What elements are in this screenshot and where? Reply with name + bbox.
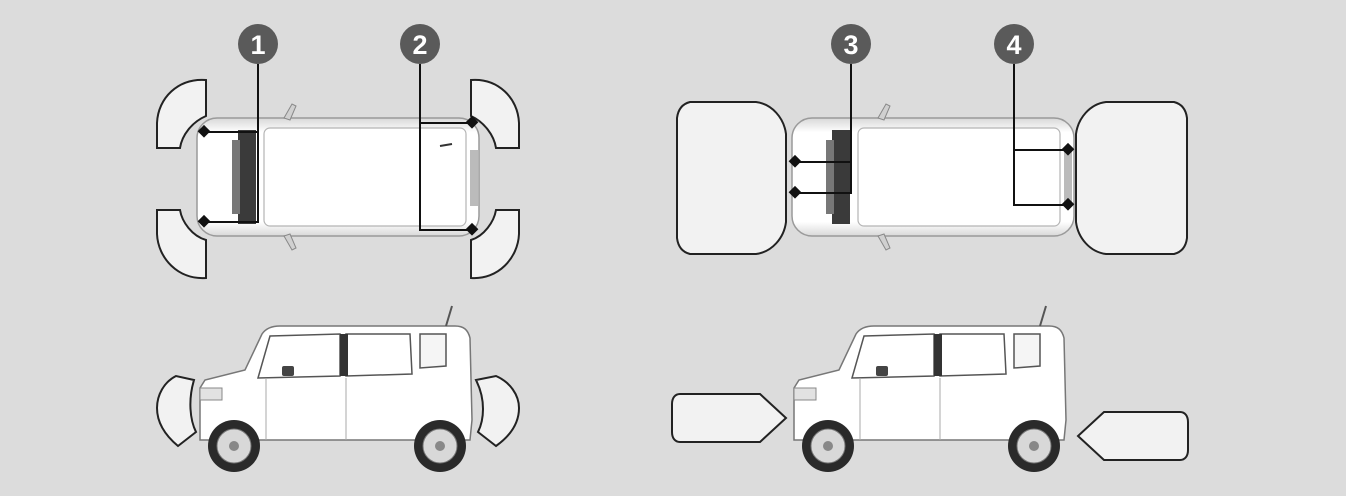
side-view-center-sensors xyxy=(671,305,1189,472)
tire-icon xyxy=(414,420,466,472)
top-view-center-sensors: 3 4 xyxy=(676,24,1188,255)
callout-4: 4 xyxy=(994,24,1034,64)
mirror-icon xyxy=(282,366,294,376)
zone-rear-corner-side xyxy=(474,374,521,448)
sensor-marker-icon xyxy=(465,222,479,236)
zone-front-corner-side xyxy=(155,374,198,448)
top-view-corner-sensors: 1 2 xyxy=(156,24,520,280)
zone-front-right-corner xyxy=(156,209,207,280)
zone-rear-left-corner xyxy=(470,78,520,149)
zone-rear-center xyxy=(1075,101,1188,255)
mirror-icon xyxy=(876,366,888,376)
sensor-marker-icon xyxy=(197,124,211,138)
svg-text:3: 3 xyxy=(843,30,858,60)
car-top-view-2 xyxy=(791,103,1075,251)
svg-text:1: 1 xyxy=(250,30,265,60)
mirror-icon xyxy=(877,103,891,121)
car-side-view-1 xyxy=(199,305,473,472)
svg-text:4: 4 xyxy=(1006,30,1021,60)
tire-icon xyxy=(208,420,260,472)
car-side-view-2 xyxy=(793,305,1067,472)
zone-front-center-side xyxy=(671,393,788,443)
svg-text:2: 2 xyxy=(412,30,427,60)
sensor-marker-icon xyxy=(197,214,211,228)
callout-1: 1 xyxy=(238,24,278,64)
callout-3: 3 xyxy=(831,24,871,64)
zone-front-center xyxy=(676,101,787,255)
sensor-marker-icon xyxy=(465,115,479,129)
side-view-corner-sensors xyxy=(155,305,521,472)
zone-rear-center-side xyxy=(1076,411,1189,461)
callout-2: 2 xyxy=(400,24,440,64)
mirror-icon xyxy=(283,103,297,121)
tire-icon xyxy=(802,420,854,472)
zone-front-left-corner xyxy=(156,78,207,149)
zone-rear-right-corner xyxy=(470,209,520,280)
car-top-view-1 xyxy=(196,103,480,251)
tire-icon xyxy=(1008,420,1060,472)
